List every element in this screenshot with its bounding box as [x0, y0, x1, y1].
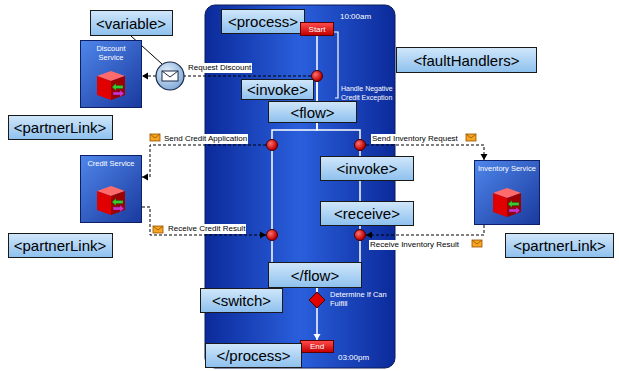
message-label: Send Inventory Request [371, 134, 459, 144]
bpel-tag: <invoke> [241, 79, 314, 100]
diamond-shape [309, 292, 325, 308]
decision-label: Determine If Can Fulfill [330, 290, 390, 308]
tag-label: <receive> [334, 205, 400, 222]
decision-diamond: Determine If Can Fulfill [309, 292, 325, 308]
tag-label: <switch> [212, 292, 271, 309]
service-title: Inventory Service [477, 164, 537, 173]
message-label: Receive Credit Result [167, 224, 246, 234]
bpel-tag: <faultHandlers> [396, 47, 537, 73]
tag-label: </process> [216, 347, 290, 364]
flow-connector [272, 151, 273, 229]
bpel-tag: </flow> [268, 262, 362, 288]
activity-node: Send Inventory Request [354, 139, 366, 151]
bpel-tag: <partnerLink> [8, 115, 113, 140]
tag-label: <partnerLink> [14, 119, 107, 136]
activity-box: Start [300, 22, 334, 36]
bpel-tag: <flow> [268, 101, 357, 123]
activity-node: Receive Inventory Result [354, 229, 366, 241]
bpel-tag: <variable> [90, 10, 173, 36]
flow-connector [314, 308, 321, 340]
service-title: Discount Service [83, 44, 139, 62]
message-variable [156, 62, 184, 90]
bpel-tag: </process> [205, 343, 302, 368]
activity-node: Receive Credit Result [266, 229, 278, 241]
component-cube [487, 181, 527, 221]
tag-label: <process> [228, 13, 298, 30]
time-label: 03:00pm [338, 353, 398, 362]
bpel-tag: <receive> [320, 201, 414, 226]
activity-box: End [300, 340, 334, 353]
bpel-tag: <partnerLink> [8, 233, 113, 258]
message-label: Receive Inventory Result [369, 240, 460, 250]
tag-label: <partnerLink> [513, 237, 606, 254]
message-connector [142, 207, 266, 239]
mail-icon [150, 134, 482, 247]
bpel-tag: <process> [221, 9, 305, 34]
activity-label: End [310, 342, 324, 351]
component-cube [91, 179, 131, 219]
tag-label: <variable> [96, 15, 166, 32]
partner-service: Inventory Service [474, 160, 540, 225]
tag-label: <faultHandlers> [414, 52, 520, 69]
fault-bracket [334, 32, 338, 98]
activity-label: Start [309, 25, 326, 34]
tag-label: <invoke> [337, 160, 398, 177]
tag-label: <partnerLink> [14, 237, 107, 254]
bpel-tag: <switch> [200, 288, 283, 313]
service-title: Credit Service [83, 159, 139, 168]
message-label: Send Credit Application [163, 134, 248, 144]
component-cube [91, 64, 131, 104]
tag-label: <flow> [290, 104, 334, 121]
message-label: Request Discount [187, 63, 252, 73]
time-label: 10:00am [340, 12, 400, 21]
partner-service: Discount Service [80, 40, 142, 108]
flow-connector [317, 36, 318, 70]
fault-note: Handle Negative Credit Exception [341, 84, 395, 102]
bpel-tag: <invoke> [320, 156, 414, 181]
bpel-tag: <partnerLink> [505, 233, 614, 258]
activity-node: Send Credit Application [266, 139, 278, 151]
partner-service: Credit Service [80, 155, 142, 223]
message-connector [366, 225, 484, 239]
tag-label: <invoke> [247, 81, 308, 98]
message-connector [142, 145, 266, 181]
tag-label: </flow> [291, 267, 339, 284]
